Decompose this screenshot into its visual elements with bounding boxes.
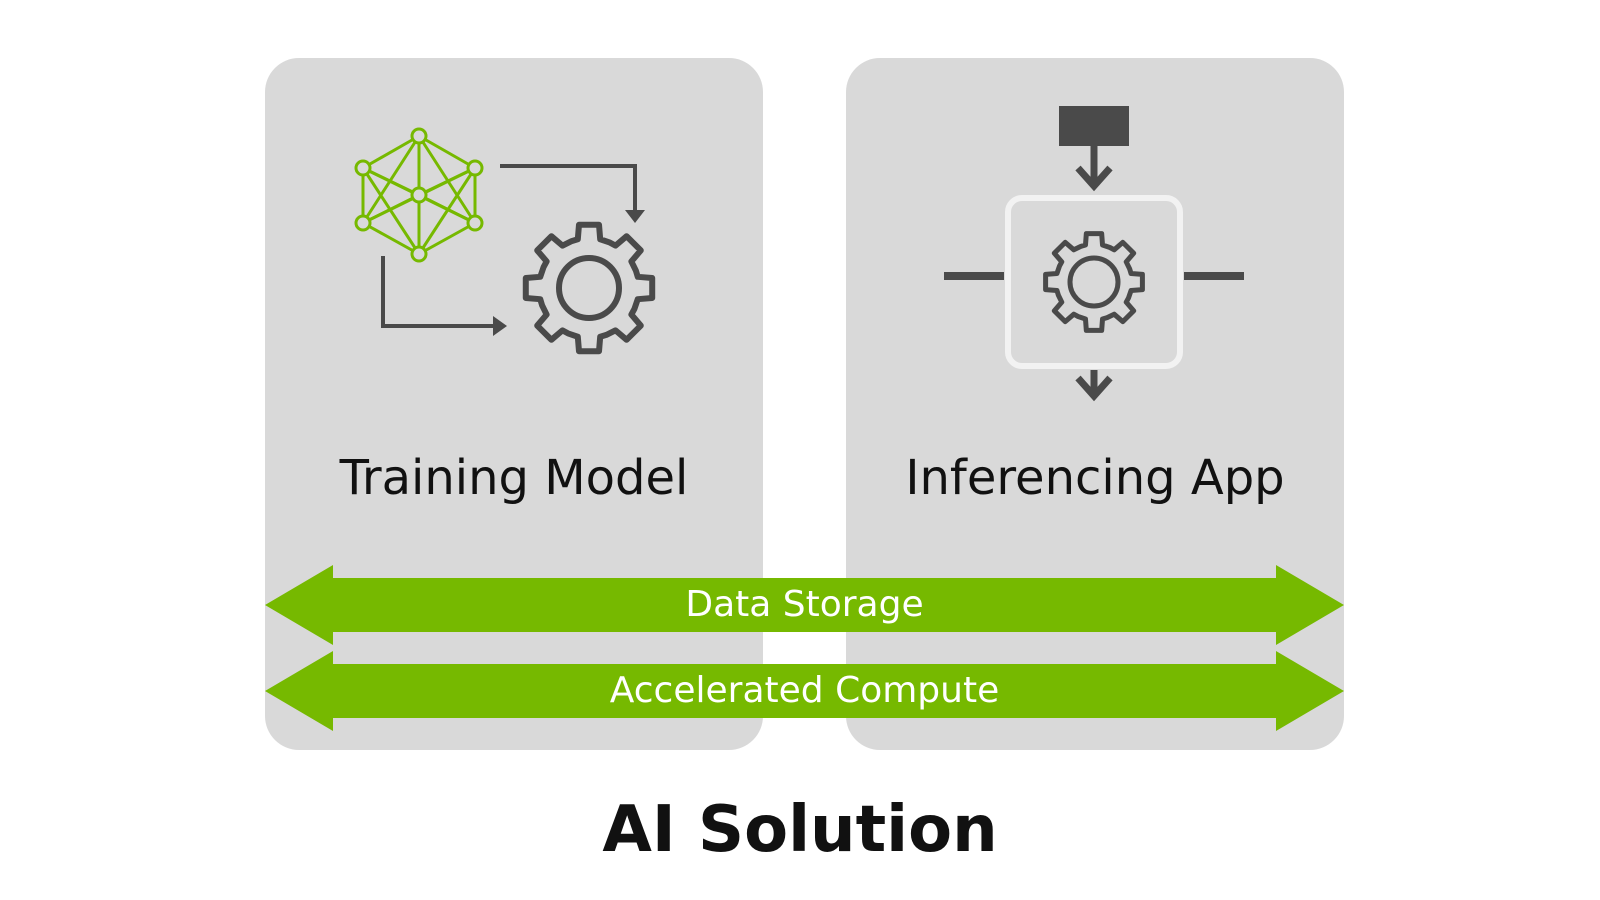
data-storage-band: Data Storage xyxy=(265,565,1344,645)
arrow-down-icon xyxy=(1075,146,1113,192)
data-storage-label: Data Storage xyxy=(685,584,924,625)
processor-box-icon xyxy=(1005,195,1183,369)
input-block-icon xyxy=(1059,106,1129,146)
gear-icon xyxy=(522,221,656,355)
ai-solution-title: AI Solution xyxy=(602,793,998,867)
neural-network-icon xyxy=(354,127,484,263)
inferencing-app-label: Inferencing App xyxy=(905,450,1285,506)
arrow-down-output-icon xyxy=(1075,370,1113,402)
double-arrow-icon xyxy=(265,651,1344,731)
inferencing-icon-group xyxy=(944,106,1244,402)
gear-icon xyxy=(1043,231,1145,333)
accelerated-compute-band: Accelerated Compute xyxy=(265,651,1344,731)
training-icon-group xyxy=(354,127,656,355)
training-model-label: Training Model xyxy=(339,450,689,506)
accelerated-compute-label: Accelerated Compute xyxy=(609,670,1000,711)
double-arrow-icon xyxy=(265,565,1344,645)
flow-arrows-icon xyxy=(381,164,645,336)
training-model-panel xyxy=(265,58,763,750)
